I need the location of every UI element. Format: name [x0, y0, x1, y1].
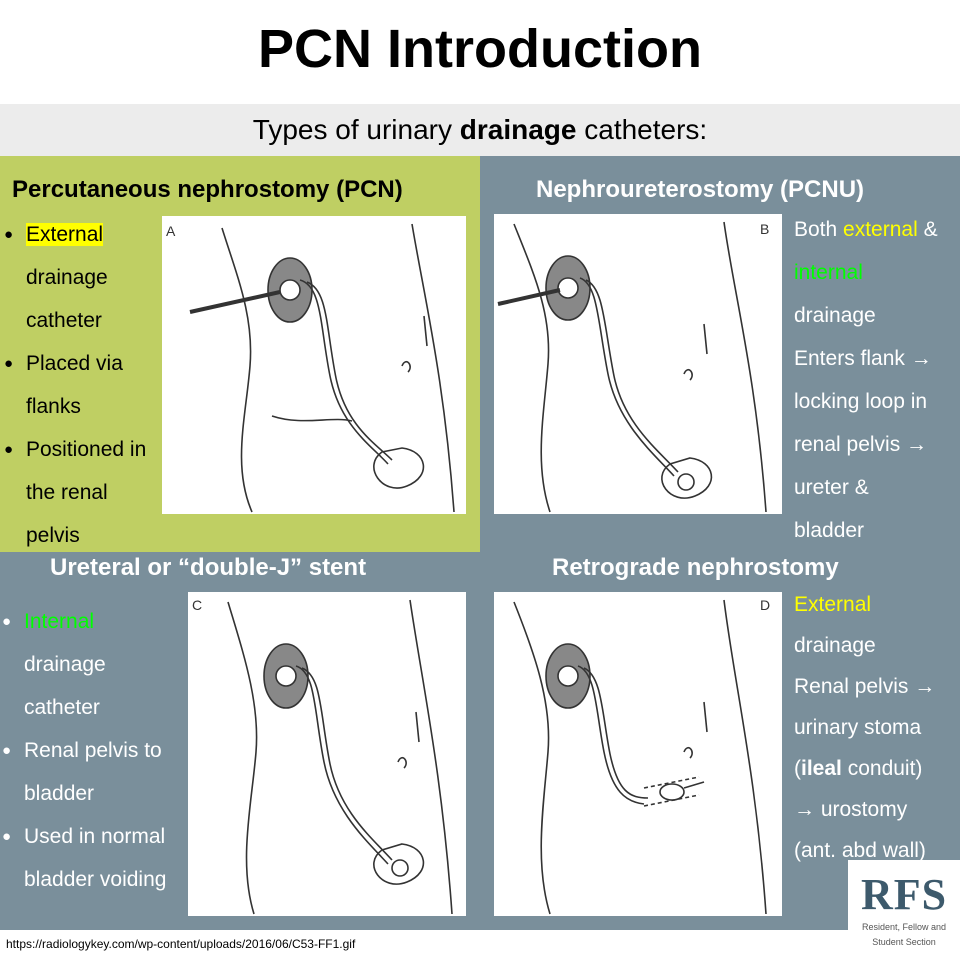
bullet-text-yellow: External — [794, 593, 872, 616]
logo-caption-2: Student Section — [872, 937, 936, 947]
bullet: Internal drainage catheter — [2, 600, 188, 729]
bullet-text: bladder voiding — [24, 868, 167, 891]
panel-retrograde-heading: Retrograde nephrostomy — [552, 554, 839, 581]
bullet: Positioned in the renal pelvis — [4, 428, 162, 557]
bullet-text-highlight: External — [26, 223, 104, 246]
panel-pcnu-heading: Nephroureterostomy (PCNU) — [536, 176, 865, 203]
logo-caption-1: Resident, Fellow and — [861, 922, 947, 932]
panel-pcn-heading: Percutaneous nephrostomy (PCN) — [12, 176, 403, 203]
panel-pcnu: Nephroureterostomy (PCNU) B Both externa… — [480, 156, 960, 552]
bullet-text: Renal pelvis → — [794, 675, 936, 698]
bullet: Used in normal bladder voiding — [2, 815, 188, 901]
page-title: PCN Introduction — [258, 19, 702, 79]
bullet-text: drainage — [26, 266, 108, 289]
bullet: External drainage — [772, 584, 956, 666]
illustration-pcnu: B — [494, 214, 782, 514]
panel-pcn-bullets: External drainage catheter Placed via flank… — [4, 213, 162, 557]
rfs-logo: RFS Resident, Fellow and Student Section — [848, 860, 960, 960]
bullet-text: renal pelvis → — [794, 433, 928, 456]
illustration-letter: D — [760, 597, 770, 613]
bullet-text: conduit) — [841, 757, 923, 780]
bullet-text: ( — [794, 757, 801, 780]
panel-pcn: Percutaneous nephrostomy (PCN) External d… — [0, 156, 480, 552]
bullet-text: Positioned in — [26, 438, 147, 461]
bullet-text: flanks — [26, 395, 81, 418]
bullet-text-green: internal — [794, 261, 863, 284]
bullet-text-bold: ileal — [801, 757, 842, 780]
bullet-text: Used in normal — [24, 825, 166, 848]
subtitle-text-end: catheters: — [576, 114, 708, 145]
bullet-text: → urostomy — [794, 798, 908, 821]
subtitle-bar: Types of urinary drainage catheters: — [0, 104, 960, 156]
bullet-text: bladder — [24, 782, 95, 805]
bullet-text: drainage — [24, 653, 106, 676]
bullet-text-green: Internal — [24, 610, 95, 633]
subtitle-bold: drainage — [459, 114, 577, 145]
bullet-text-yellow: external — [843, 218, 918, 241]
bullet: Renal pelvis to bladder — [2, 729, 188, 815]
bullet-text: catheter — [26, 309, 102, 332]
bullet-text: locking loop in — [794, 390, 928, 413]
bullet-text: Enters flank → — [794, 347, 932, 370]
bullet-text: drainage — [794, 304, 876, 327]
bullet: Both external & internal drainage — [772, 208, 956, 337]
panel-stent: Ureteral or “double-J” stent Internal dra… — [0, 552, 480, 930]
bullet-text: Renal pelvis to — [24, 739, 162, 762]
bullet-text: Placed via — [26, 352, 123, 375]
source-url: https://radiologykey.com/wp-content/uplo… — [6, 937, 356, 951]
illustration-retrograde: D — [494, 592, 782, 916]
bullet-text: the renal — [26, 481, 108, 504]
bullet: Enters flank → locking loop in renal pelvi… — [772, 337, 956, 552]
panel-retrograde-bullets: External drainage Renal pelvis → urinary s… — [772, 584, 956, 871]
bullet-text: (ant. abd wall) — [794, 839, 926, 862]
bullet-text: ureter & — [794, 476, 869, 499]
bullet-text: drainage — [794, 634, 876, 657]
illustration-stent: C — [188, 592, 466, 916]
bullet-text: & — [917, 218, 938, 241]
illustration-pcn: A — [162, 216, 466, 514]
illustration-letter: A — [166, 223, 176, 239]
bullet-text: catheter — [24, 696, 100, 719]
illustration-letter: C — [192, 597, 202, 613]
panel-stent-heading: Ureteral or “double-J” stent — [50, 554, 367, 581]
panel-stent-bullets: Internal drainage catheter Renal pelvis to… — [2, 600, 188, 901]
bullet: External drainage catheter — [4, 213, 162, 342]
illustration-letter: B — [760, 221, 769, 237]
bullet-text: urinary stoma — [794, 716, 922, 739]
bullet-text: pelvis — [26, 524, 80, 547]
logo-text: RFS — [860, 870, 948, 919]
bullet: Placed via flanks — [4, 342, 162, 428]
panel-pcnu-bullets: Both external & internal drainage Enters f… — [772, 208, 956, 552]
bullet-text: Both — [794, 218, 844, 241]
bullet: Renal pelvis → urinary stoma (ileal condui… — [772, 666, 956, 871]
bullet-text: bladder — [794, 519, 865, 542]
subtitle-text: Types of urinary — [252, 114, 460, 145]
